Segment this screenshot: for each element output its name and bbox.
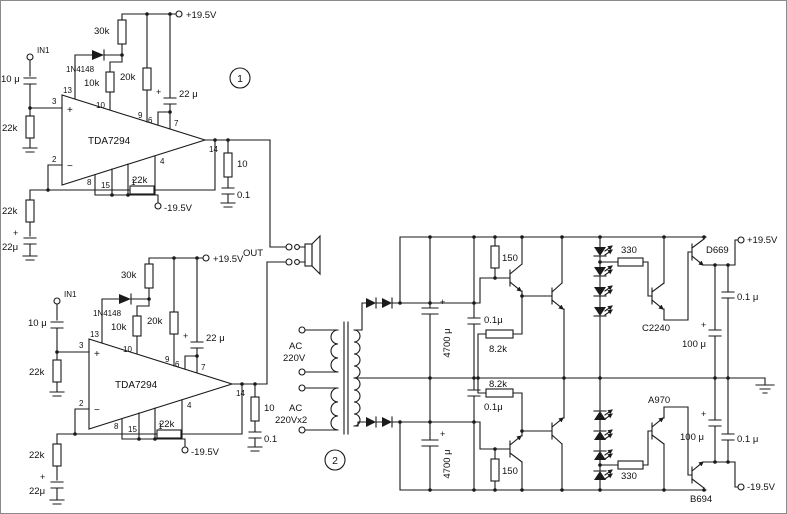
psu-wiring (353, 236, 766, 491)
led-resistor-bottom-label: 330 (621, 471, 637, 482)
svg-text:1: 1 (237, 73, 243, 85)
out-hf-cap-bottom-label: 0.1 μ (737, 434, 758, 445)
out-hf-cap-top-label: 0.1 μ (737, 292, 758, 303)
out-cap-top-plus: + (701, 320, 706, 330)
out-label: OUT (243, 248, 263, 259)
out-cap-top-label: 100 μ (682, 339, 706, 350)
primary-winding-2 (330, 387, 339, 431)
secondary-label-2: 220Vx2 (275, 415, 307, 426)
base-resistor-top-label: 150 (502, 253, 518, 264)
psu-vminus-label: -19.5V (747, 482, 776, 493)
psu-vplus-terminal (737, 236, 745, 244)
transistors (509, 238, 705, 489)
hf-cap-top-label: 0.1μ (484, 315, 503, 326)
led-resistor-bottom-body (617, 460, 644, 470)
driver-bottom-label: A970 (648, 395, 670, 406)
base-resistor-bottom-label: 150 (502, 466, 518, 477)
channel2-output-wire (266, 261, 287, 385)
section-marker-2: 2 (324, 449, 346, 471)
led-string-top (593, 245, 613, 317)
base-resistor-bottom-body (490, 458, 500, 482)
rectifier-diodes (366, 297, 393, 428)
led-resistor-top-body (617, 257, 644, 267)
channel-2 (27, 253, 278, 505)
reservoir-cap-top-plus: + (440, 297, 445, 307)
output-connector: OUT (243, 234, 321, 276)
channel-1 (0, 9, 251, 261)
led-string-bottom (593, 409, 613, 480)
divider-resistor-bottom-label: 8.2k (489, 379, 507, 390)
out-cap-bottom-label: 100 μ (680, 432, 704, 443)
speaker-icon (304, 234, 321, 276)
reservoir-cap-top-label: 4700 μ (442, 328, 453, 357)
primary-label-2: 220V (283, 353, 306, 364)
psu-junction-dots (398, 235, 730, 492)
pass-top-label: D669 (706, 245, 729, 256)
hf-cap-bottom-label: 0.1μ (484, 402, 503, 413)
psu-vminus-terminal (737, 483, 745, 491)
primary-label-1: AC (289, 341, 302, 352)
led-resistor-top-label: 330 (621, 245, 637, 256)
divider-resistor-bottom-body (485, 388, 514, 398)
reservoir-cap-bottom-plus: + (440, 429, 445, 439)
mains-transformer: AC 220V AC 220Vx2 (275, 321, 361, 435)
reservoir-cap-bottom-label: 4700 μ (442, 449, 453, 478)
divider-resistor-top-label: 8.2k (489, 344, 507, 355)
svg-text:2: 2 (332, 455, 338, 467)
section-marker-1: 1 (229, 67, 251, 89)
channel1-output-wire (239, 139, 287, 248)
pass-bottom-label: B694 (690, 494, 712, 505)
psu-vplus-label: +19.5V (747, 235, 778, 246)
secondary-label-1: AC (289, 403, 302, 414)
primary-winding-1 (330, 329, 339, 373)
base-resistor-top-body (490, 245, 500, 269)
ground-icon (755, 377, 775, 394)
driver-top-label: C2240 (642, 323, 670, 334)
power-supply: 4700 μ + 4700 μ + 0.1μ 0.1μ 150 150 8.2k… (353, 235, 778, 505)
divider-resistor-top-body (485, 329, 514, 339)
out-cap-bottom-plus: + (701, 409, 706, 419)
